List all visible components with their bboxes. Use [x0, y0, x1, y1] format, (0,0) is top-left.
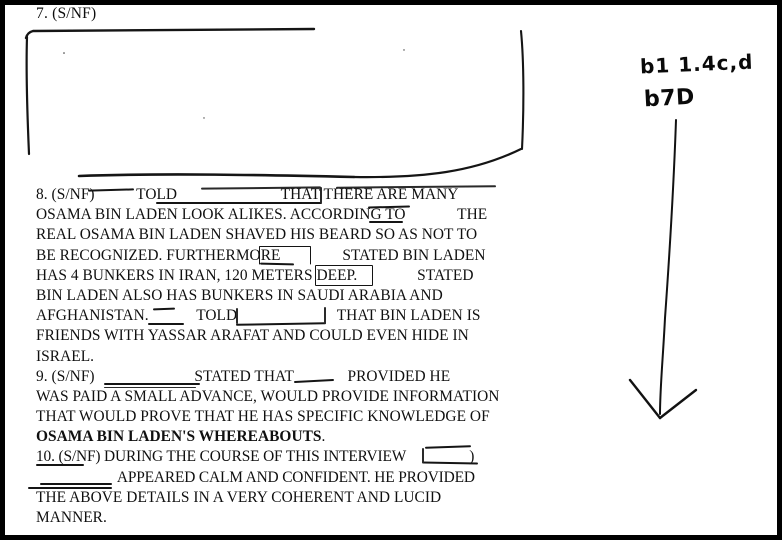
redaction-stroke: [259, 262, 295, 266]
text-segment: THAT WOULD PROVE THAT HE HAS SPECIFIC KN…: [36, 408, 490, 426]
text-segment: .: [321, 428, 326, 446]
paragraph-7-redaction-block: [24, 27, 528, 180]
redaction-stroke: [293, 378, 335, 383]
document-body-text: 8. (S/NF) TOLD THAT THERE ARE MANY OSAMA…: [28, 185, 536, 528]
text-segment: BIN LADEN ALSO HAS BUNKERS IN SAUDI ARAB…: [36, 286, 443, 304]
redaction-stroke: [36, 464, 84, 467]
redaction-box: [315, 264, 373, 286]
text-segment: TOLD: [196, 307, 238, 325]
redaction-stroke: [28, 486, 112, 489]
redaction-stroke: [320, 187, 322, 203]
redaction-stroke: [148, 323, 184, 326]
paragraph-9-line-3: THAT WOULD PROVE THAT HE HAS SPECIFIC KN…: [36, 407, 536, 427]
text-segment: HAS 4 BUNKERS IN IRAN, 120 METERS DEEP.: [36, 266, 358, 284]
text-segment: THAT THERE ARE MANY: [280, 186, 459, 203]
paragraph-8-line-8: FRIENDS WITH YASSAR ARAFAT AND COULD EVE…: [36, 326, 536, 346]
paragraph-9-line-2: WAS PAID A SMALL ADVANCE, WOULD PROVIDE …: [36, 387, 536, 407]
text-segment: STATED THAT: [194, 367, 294, 385]
redaction-stroke: [422, 448, 424, 464]
redaction-stroke: [104, 382, 200, 385]
paragraph-8-line-9: ISRAEL.: [36, 347, 536, 367]
paragraph-10-line-4: MANNER.: [36, 508, 536, 528]
redaction-stroke: [156, 202, 204, 204]
text-segment: APPEARED CALM AND CONFIDENT. HE PROVIDED: [116, 468, 475, 486]
paragraph-10-number-classification: 10. (S/NF) DURING THE COURSE OF THIS INT…: [36, 448, 406, 466]
redaction-stroke: [40, 482, 112, 485]
text-segment: ): [469, 448, 475, 466]
text-segment: STATED BIN LADEN: [342, 246, 486, 264]
paragraph-8-line-2: OSAMA BIN LADEN LOOK ALIKES. ACCORDING T…: [36, 205, 536, 225]
text-segment: THE: [457, 206, 488, 224]
text-segment: THE ABOVE DETAILS IN A VERY COHERENT AND…: [36, 488, 442, 506]
redaction-stroke: [369, 221, 403, 224]
text-segment: TOLD: [136, 186, 178, 203]
paragraph-10-line-1: 10. (S/NF) DURING THE COURSE OF THIS INT…: [36, 445, 536, 467]
paragraph-9-line-1: 9. (S/NF) STATED THAT PROVIDED HE: [36, 367, 536, 389]
paragraph-10-line-2: APPEARED CALM AND CONFIDENT. HE PROVIDED: [28, 468, 536, 489]
text-segment: MANNER.: [36, 509, 107, 526]
paragraph-8-line-5: HAS 4 BUNKERS IN IRAN, 120 METERS DEEP. …: [36, 264, 536, 286]
text-segment: WAS PAID A SMALL ADVANCE, WOULD PROVIDE …: [36, 387, 500, 405]
paragraph-8-line-7: AFGHANISTAN. TOLD THAT BIN LADEN IS: [36, 306, 536, 326]
foia-exemption-annotation-b7d: b7D: [643, 84, 696, 113]
redaction-stroke: [324, 307, 326, 325]
paragraph-9-line-4: OSAMA BIN LADEN'S WHEREABOUTS.: [36, 427, 536, 447]
text-segment: THAT BIN LADEN IS: [336, 307, 481, 325]
redaction-stroke: [152, 307, 176, 311]
paragraph-8-line-3: REAL OSAMA BIN LADEN SHAVED HIS BEARD SO…: [36, 225, 536, 245]
paragraph-8-line-4: BE RECOGNIZED. FURTHERMORE STATED BIN LA…: [36, 245, 536, 266]
text-segment: ISRAEL.: [36, 347, 95, 365]
redaction-box: [259, 245, 311, 265]
page-surface: [5, 5, 777, 535]
text-segment: OSAMA BIN LADEN LOOK ALIKES. ACCORDING T…: [36, 206, 406, 224]
paragraph-8-line-6: BIN LADEN ALSO HAS BUNKERS IN SAUDI ARAB…: [36, 286, 536, 306]
paragraph-8-line-1: 8. (S/NF) TOLD THAT THERE ARE MANY: [36, 185, 536, 205]
text-segment: REAL OSAMA BIN LADEN SHAVED HIS BEARD SO…: [36, 226, 478, 244]
redaction-stroke: [104, 386, 196, 389]
redaction-stroke: [236, 308, 238, 325]
paragraph-10-line-3: THE ABOVE DETAILS IN A VERY COHERENT AND…: [36, 488, 536, 508]
whereabouts-emphasis: OSAMA BIN LADEN'S WHEREABOUTS: [36, 428, 322, 446]
text-segment: AFGHANISTAN.: [36, 307, 149, 325]
paragraph-7-label: 7. (S/NF): [36, 5, 97, 22]
downward-arrow-icon: [612, 118, 722, 430]
redaction-stroke: [87, 188, 135, 192]
redaction-stroke: [424, 445, 472, 450]
text-segment: FRIENDS WITH YASSAR ARAFAT AND COULD EVE…: [36, 327, 469, 345]
text-segment: PROVIDED HE: [347, 367, 451, 385]
paragraph-8-number-classification: 8. (S/NF): [36, 186, 95, 203]
foia-exemption-annotation-b1: b1 1.4c,d: [639, 49, 754, 79]
paragraph-9-number-classification: 9. (S/NF): [36, 367, 95, 385]
text-segment: STATED: [417, 266, 474, 284]
redaction-stroke: [202, 202, 322, 204]
text-segment: BE RECOGNIZED. FURTHERMORE: [36, 246, 281, 264]
